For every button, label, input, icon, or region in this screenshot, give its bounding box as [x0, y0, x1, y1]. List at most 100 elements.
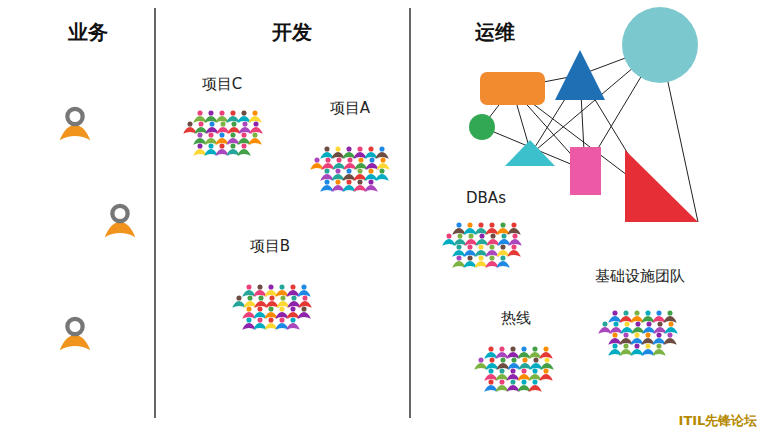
person-head: [187, 121, 192, 126]
person-head: [489, 222, 494, 227]
person-icon: [320, 146, 334, 158]
person-icon: [485, 222, 499, 234]
person-icon: [518, 357, 532, 369]
person-head: [252, 110, 257, 115]
system-triangle: [505, 140, 555, 166]
person-head: [335, 146, 340, 151]
person-icon: [297, 306, 311, 318]
person-icon: [60, 109, 91, 140]
person-icon: [105, 206, 136, 237]
person-icon: [609, 321, 623, 333]
column-heading: 业务: [68, 20, 108, 44]
person-head: [290, 317, 295, 322]
link-line: [482, 127, 585, 170]
person-icon: [375, 146, 389, 158]
person-head: [613, 321, 618, 326]
person-icon: [286, 317, 300, 329]
person-head: [667, 332, 672, 337]
person-head: [533, 357, 538, 362]
person-icon: [484, 368, 498, 380]
person-icon: [495, 368, 509, 380]
person-head: [112, 206, 127, 221]
person-icon: [332, 157, 346, 169]
person-icon: [496, 222, 510, 234]
person-head: [209, 121, 214, 126]
person-head: [446, 233, 451, 238]
person-head: [499, 379, 504, 384]
person-icon: [641, 343, 655, 355]
person-icon: [275, 306, 289, 318]
person-head: [268, 317, 273, 322]
person-body: [507, 250, 521, 257]
person-head: [612, 343, 617, 348]
people-group: [60, 109, 678, 392]
person-head: [280, 295, 285, 300]
person-icon: [464, 233, 478, 245]
person-head: [241, 143, 246, 148]
person-head: [246, 306, 251, 311]
person-icon: [343, 157, 357, 169]
person-icon: [264, 306, 278, 318]
person-icon: [364, 146, 378, 158]
person-body: [105, 222, 136, 237]
person-icon: [497, 233, 511, 245]
person-head: [379, 168, 384, 173]
person-head: [198, 121, 203, 126]
person-icon: [528, 379, 542, 391]
person-icon: [237, 143, 251, 155]
person-head: [512, 233, 517, 238]
person-head: [634, 332, 639, 337]
person-head: [369, 157, 374, 162]
person-head: [467, 222, 472, 227]
column-divider: [409, 8, 411, 418]
person-head: [347, 157, 352, 162]
person-head: [252, 132, 257, 137]
person-icon: [242, 306, 256, 318]
person-icon: [506, 346, 520, 358]
person-head: [301, 284, 306, 289]
person-head: [253, 121, 258, 126]
person-head: [220, 121, 225, 126]
person-head: [246, 317, 251, 322]
person-head: [346, 146, 351, 151]
person-head: [478, 244, 483, 249]
person-body: [248, 138, 262, 145]
person-icon: [286, 284, 300, 296]
person-icon: [652, 310, 666, 322]
person-icon: [320, 179, 334, 191]
person-icon: [264, 317, 278, 329]
person-icon: [529, 357, 543, 369]
person-icon: [608, 332, 622, 344]
person-head: [522, 357, 527, 362]
person-icon: [663, 332, 677, 344]
person-icon: [528, 368, 542, 380]
person-icon: [619, 343, 633, 355]
person-icon: [496, 244, 510, 256]
person-icon: [452, 255, 466, 267]
person-head: [499, 368, 504, 373]
person-head: [543, 346, 548, 351]
person-body: [539, 374, 553, 381]
person-icon: [226, 143, 240, 155]
person-head: [656, 343, 661, 348]
person-icon: [365, 157, 379, 169]
person-body: [237, 149, 251, 156]
person-head: [457, 233, 462, 238]
person-icon: [353, 168, 367, 180]
person-icon: [193, 143, 207, 155]
person-head: [197, 143, 202, 148]
person-head: [602, 321, 607, 326]
person-head: [379, 146, 384, 151]
person-icon: [630, 332, 644, 344]
person-icon: [608, 343, 622, 355]
person-icon: [183, 121, 197, 133]
person-icon: [485, 357, 499, 369]
person-icon: [354, 157, 368, 169]
person-icon: [653, 321, 667, 333]
person-icon: [353, 146, 367, 158]
team-label: 项目C: [202, 75, 242, 93]
person-head: [346, 168, 351, 173]
person-head: [197, 110, 202, 115]
person-head: [268, 306, 273, 311]
person-head: [257, 317, 262, 322]
